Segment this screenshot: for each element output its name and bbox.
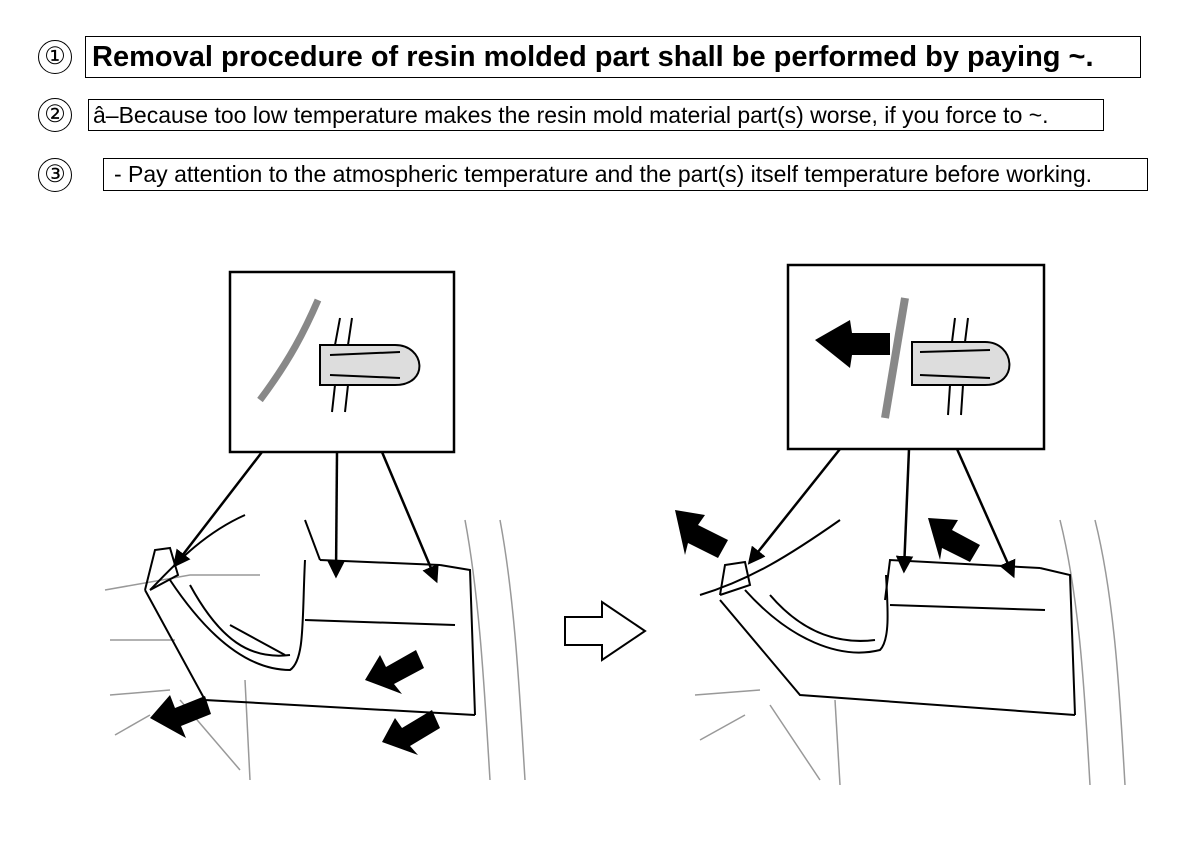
after-removal-figure: [675, 263, 1126, 786]
before-removal-figure: [104, 270, 526, 781]
left-leader-arrows: [172, 451, 439, 584]
right-leader-arrows: [747, 448, 1016, 579]
left-panel: [144, 514, 476, 716]
left-clip-detail: [257, 298, 421, 413]
note-1-removal-procedure: Removal procedure of resin molded part s…: [85, 36, 1141, 78]
right-panel: [699, 519, 1076, 716]
right-clip-detail: [881, 297, 1011, 419]
left-pull-arrows: [150, 650, 440, 755]
right-background-lines: [694, 519, 1126, 786]
step-number-1: ①: [38, 40, 72, 74]
step-number-3: ③: [38, 158, 72, 192]
step-number-2: ②: [38, 98, 72, 132]
left-background-lines: [104, 519, 526, 781]
transition-arrow-icon: [564, 600, 647, 662]
note-3-temperature-check: - Pay attention to the atmospheric tempe…: [103, 158, 1148, 191]
note-2-low-temperature-warning: â–Because too low temperature makes the …: [88, 99, 1104, 131]
right-pull-arrows: [675, 510, 980, 562]
pull-direction-arrow-icon: [815, 320, 890, 368]
